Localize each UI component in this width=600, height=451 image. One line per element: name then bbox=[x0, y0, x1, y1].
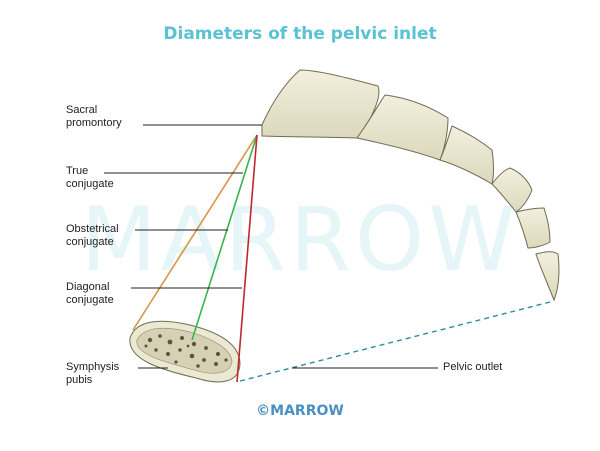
symphysis-pubis-bone bbox=[129, 320, 241, 383]
label-true-conjugate: True conjugate bbox=[66, 165, 114, 190]
vertebra-s2 bbox=[356, 94, 449, 161]
watermark: MARROW bbox=[80, 188, 520, 291]
diagonal-conjugate-line bbox=[236, 134, 258, 383]
vertebra-s4 bbox=[491, 167, 533, 213]
label-sacral-promontory: Sacral promontory bbox=[66, 104, 122, 129]
vertebra-s3 bbox=[439, 125, 494, 185]
footer-copyright: ©MARROW bbox=[256, 403, 344, 419]
vertebra-s5 bbox=[515, 207, 551, 249]
sacrum-coccyx bbox=[261, 69, 560, 302]
label-pelvic-outlet: Pelvic outlet bbox=[443, 361, 503, 373]
leader-lines bbox=[104, 124, 438, 369]
pelvic-outlet-line bbox=[239, 300, 555, 382]
obstetrical-conjugate-line bbox=[191, 134, 258, 341]
true-conjugate-line bbox=[132, 134, 258, 331]
coccyx-tip bbox=[535, 251, 560, 302]
label-diagonal-conjugate: Diagonal conjugate bbox=[66, 281, 114, 306]
diagram-title: Diameters of the pelvic inlet bbox=[163, 24, 437, 44]
label-symphysis-pubis: Symphysis pubis bbox=[66, 361, 120, 386]
label-obstetrical-conjugate: Obstetrical conjugate bbox=[66, 223, 119, 248]
vertebra-s1 bbox=[261, 69, 380, 139]
